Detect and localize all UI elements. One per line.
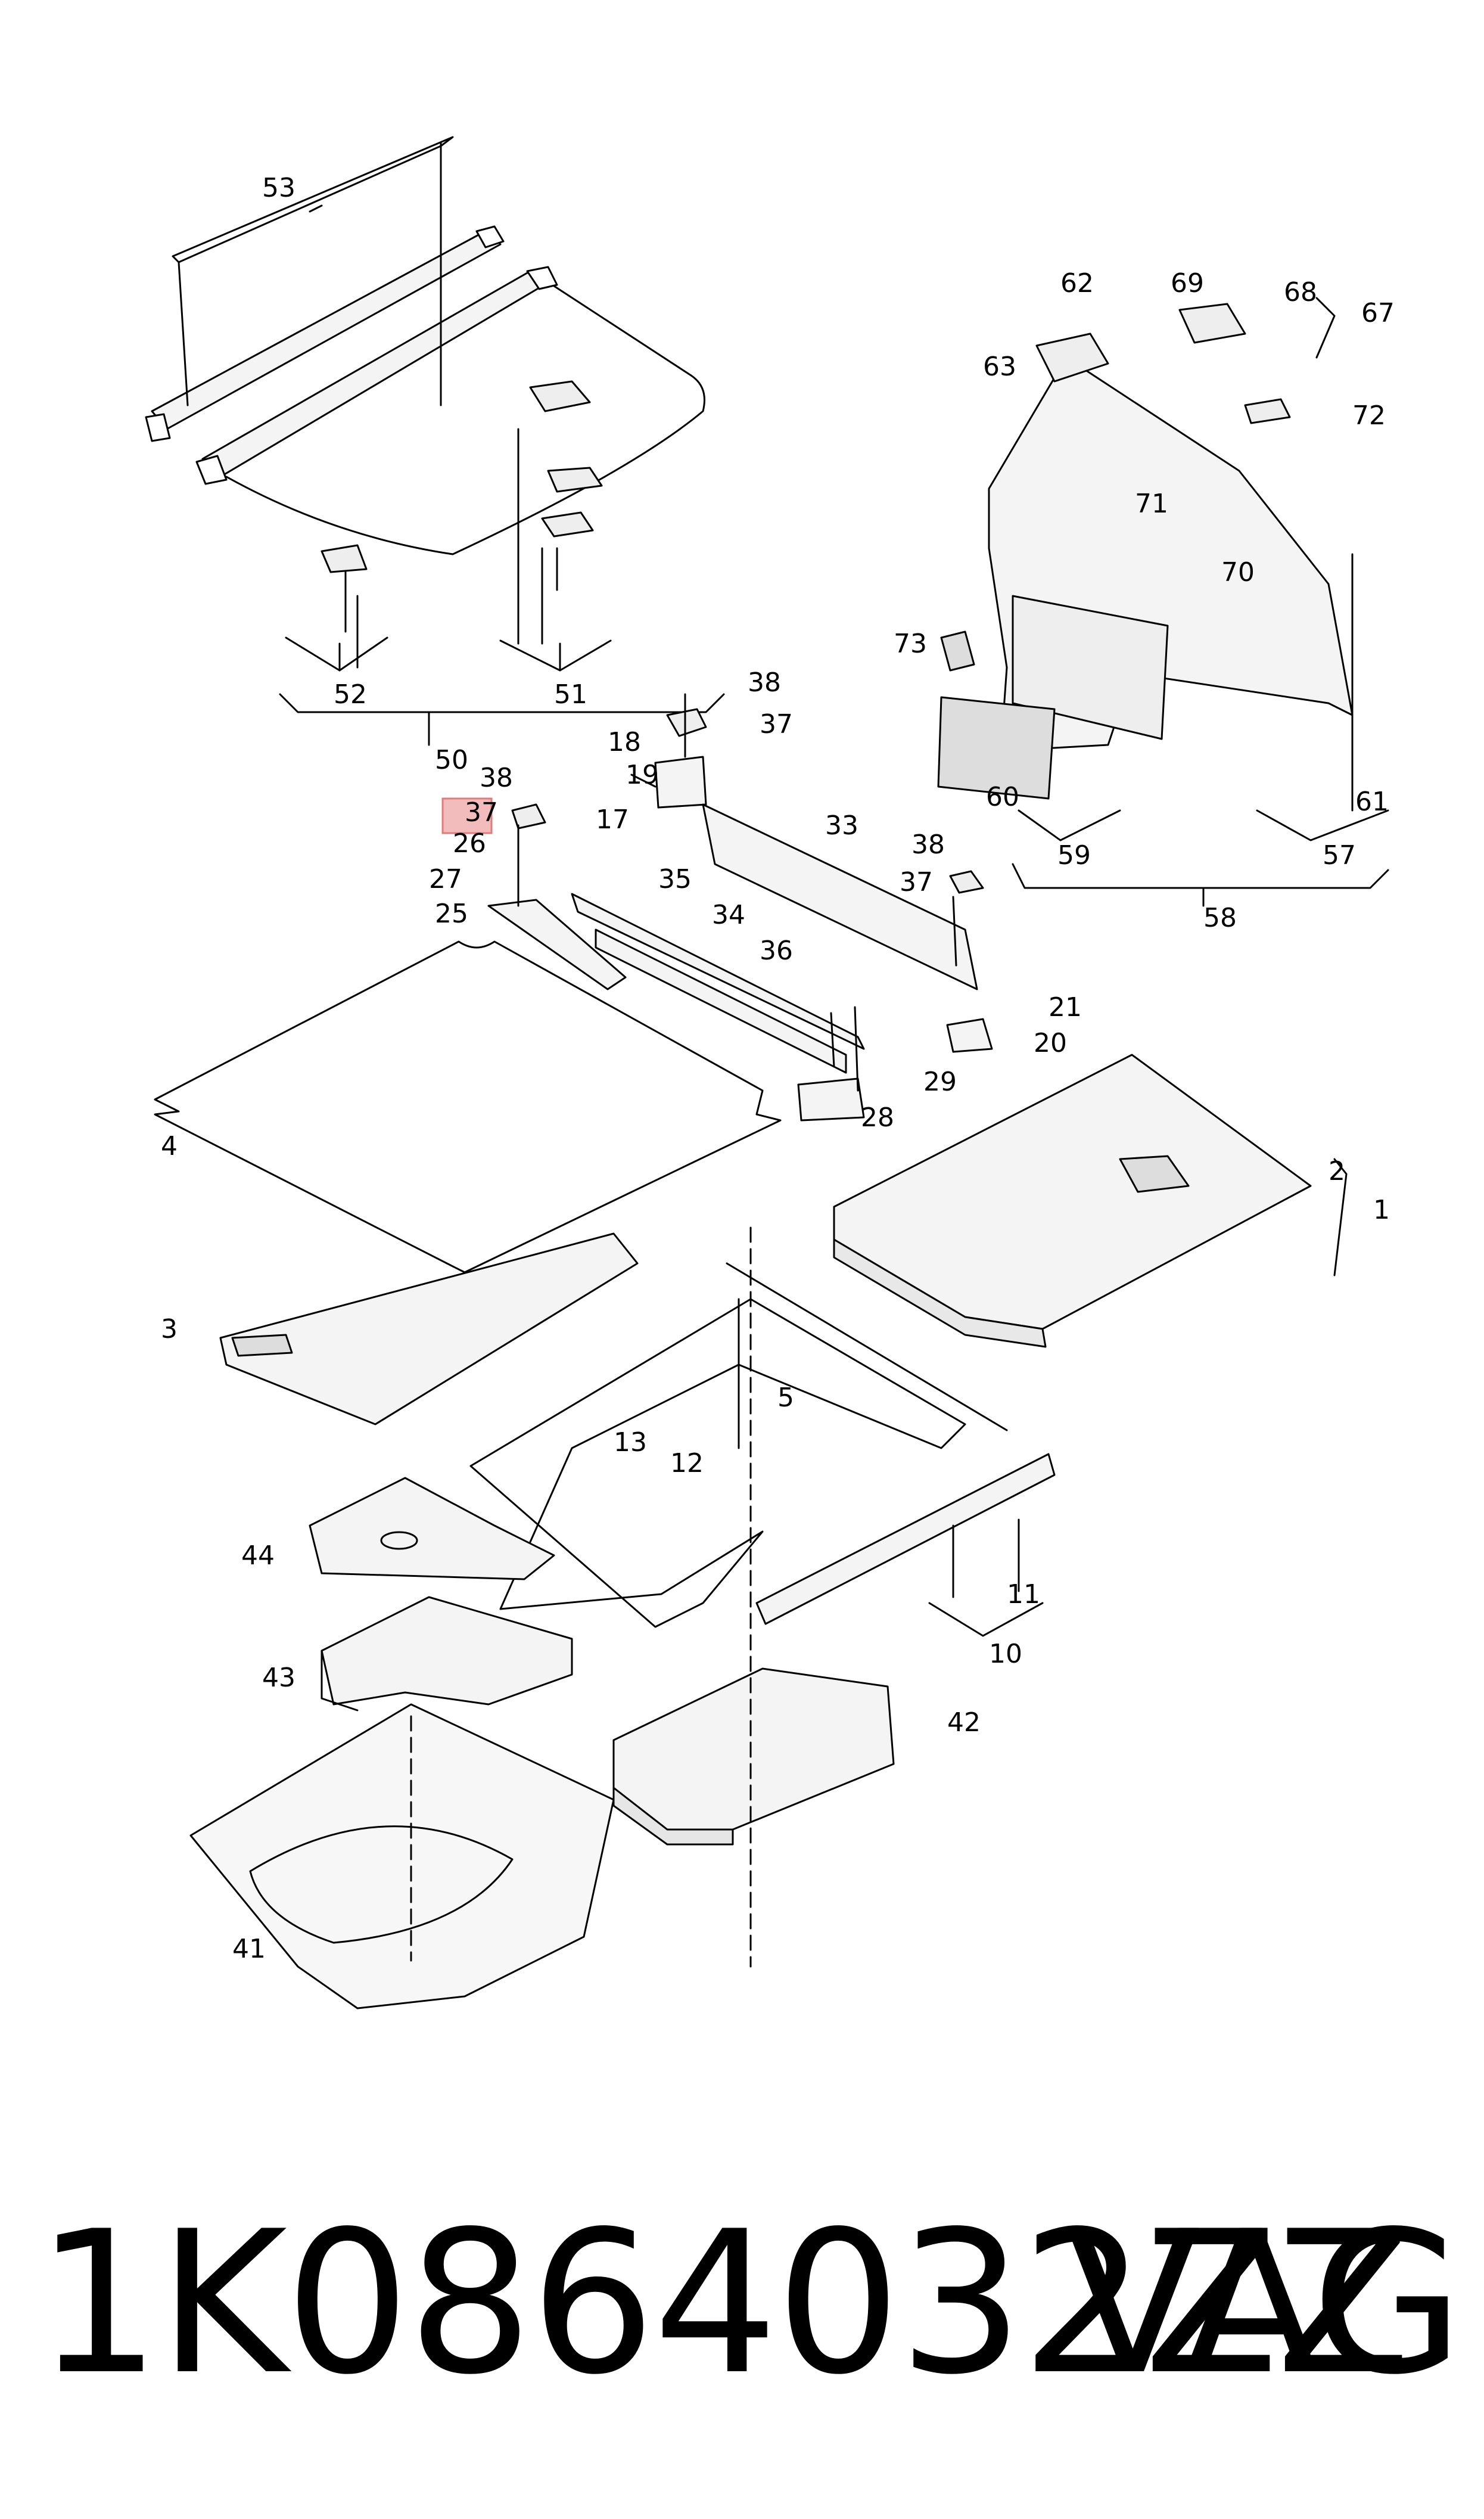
callout-42: 42: [947, 1707, 981, 1738]
callout-1: 1: [1373, 1195, 1390, 1225]
callout-37: 37: [465, 797, 498, 828]
callout-19: 19: [626, 760, 659, 790]
highlight-box: [441, 797, 493, 834]
callout-61: 61: [1355, 787, 1389, 817]
callout-20: 20: [1034, 1028, 1067, 1058]
callout-67: 67: [1361, 298, 1395, 328]
side-storage-box: [612, 1667, 895, 1831]
parts-diagram: 5352515038371819173837262725353334363837…: [145, 136, 1395, 2009]
callout-4: 4: [161, 1131, 178, 1161]
callout-63: 63: [983, 352, 1016, 382]
callout-10: 10: [989, 1639, 1022, 1669]
callout-57: 57: [1323, 840, 1356, 871]
frame: [469, 1298, 966, 1628]
footer: 1K0864032ZZ VAG: [0, 2193, 1484, 2443]
callout-35: 35: [658, 864, 692, 894]
callout-53: 53: [262, 173, 295, 203]
spare-wheel-well: [189, 1703, 615, 2009]
callout-73: 73: [894, 629, 927, 659]
callout-2: 2: [1329, 1156, 1345, 1186]
callout-27: 27: [429, 864, 462, 894]
callout-17: 17: [596, 805, 629, 835]
callout-11: 11: [1007, 1579, 1040, 1610]
callout-41: 41: [232, 1934, 266, 1964]
callout-70: 70: [1221, 557, 1255, 588]
callout-43: 43: [262, 1663, 295, 1693]
side-trim: [937, 303, 1389, 907]
callout-51: 51: [554, 679, 587, 710]
callout-5: 5: [777, 1383, 794, 1413]
callout-18: 18: [608, 727, 641, 757]
callout-62: 62: [1060, 268, 1094, 299]
callout-60: 60: [986, 782, 1019, 812]
callout-38: 38: [480, 763, 513, 793]
callout-58: 58: [1203, 903, 1237, 933]
callout-69: 69: [1171, 268, 1204, 299]
callout-38: 38: [911, 830, 945, 860]
callout-37: 37: [900, 867, 933, 897]
callout-25: 25: [435, 899, 468, 929]
callout-12: 12: [670, 1448, 704, 1479]
callout-59: 59: [1057, 840, 1091, 871]
callout-52: 52: [334, 679, 367, 710]
callout-50: 50: [435, 745, 468, 775]
callout-44: 44: [241, 1540, 275, 1571]
tool-tray: [321, 1596, 573, 1706]
callout-37: 37: [760, 709, 793, 740]
callout-72: 72: [1352, 400, 1386, 431]
callout-33: 33: [825, 810, 858, 841]
floor-panel: [219, 1232, 639, 1425]
callout-36: 36: [760, 936, 793, 966]
tray-cover: [309, 1477, 555, 1580]
callout-29: 29: [923, 1067, 957, 1097]
luggage-cover: [145, 136, 705, 669]
floor-mat: [154, 940, 782, 1274]
sill-trim: [755, 1453, 1056, 1625]
part-number: 1K0864032ZZ: [36, 2189, 1411, 2418]
callout-71: 71: [1135, 489, 1168, 519]
callout-38: 38: [748, 667, 781, 698]
callout-13: 13: [614, 1427, 647, 1458]
callout-34: 34: [712, 900, 745, 930]
callout-3: 3: [161, 1314, 178, 1344]
callout-21: 21: [1049, 992, 1082, 1023]
callout-28: 28: [861, 1102, 894, 1133]
callout-26: 26: [453, 828, 486, 859]
brand-label: VAG: [1065, 2189, 1464, 2418]
callout-68: 68: [1284, 277, 1317, 308]
floor-rails: [487, 693, 993, 1122]
